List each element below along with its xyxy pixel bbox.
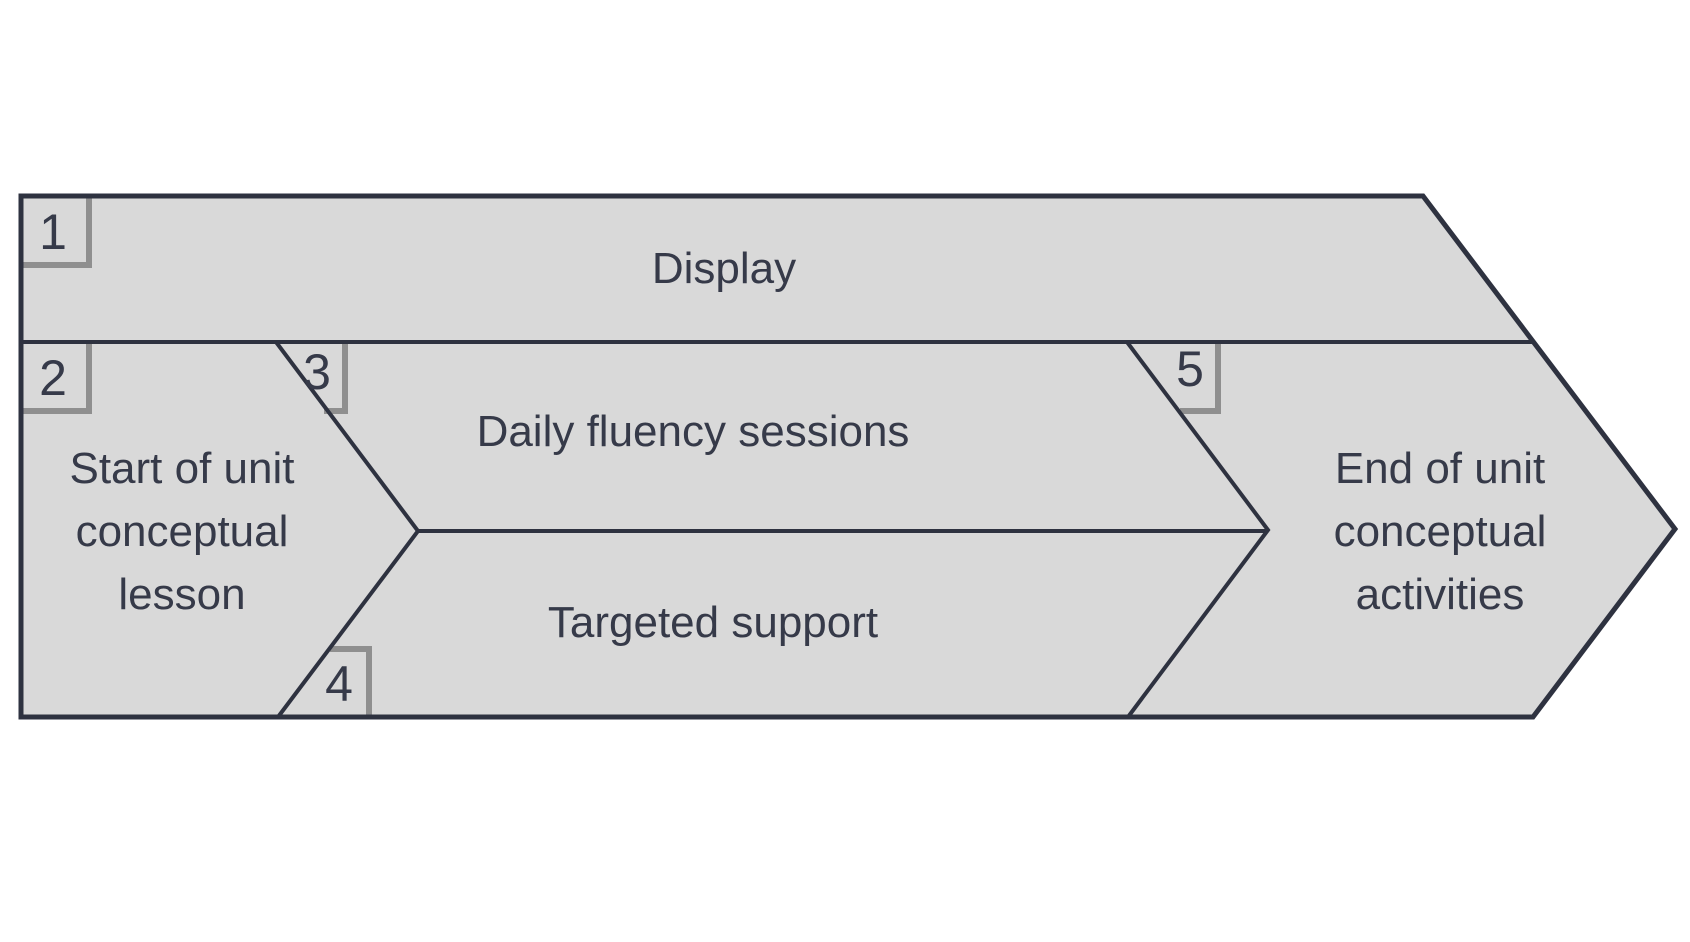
step-4-label-targeted-support: Targeted support	[547, 598, 879, 647]
right-chevron-line	[1125, 340, 1271, 719]
step-1-label-display: Display	[651, 244, 797, 293]
step-3-label-daily-fluency: Daily fluency sessions	[476, 407, 910, 456]
arrow-outline	[18, 193, 1679, 720]
step-5-number: 5	[1176, 341, 1204, 397]
badge-3-border	[324, 344, 348, 414]
step-3-number: 3	[303, 344, 331, 400]
step-1-number: 1	[39, 204, 67, 260]
arrow-outlines	[18, 193, 1679, 720]
step-2-number: 2	[39, 350, 67, 406]
step-2-label-start-of-unit: Start of unit conceptual lesson	[69, 444, 295, 619]
badge-borders	[22, 198, 1221, 716]
badge-5-border	[1180, 344, 1221, 414]
arrow-body	[21, 196, 1675, 717]
step-5-label-end-of-unit: End of unit conceptual activities	[1333, 444, 1547, 619]
step-4-number: 4	[325, 656, 353, 712]
badge-1-border	[22, 198, 92, 268]
badge-2-border	[22, 344, 92, 414]
badge-4-border	[330, 646, 372, 716]
